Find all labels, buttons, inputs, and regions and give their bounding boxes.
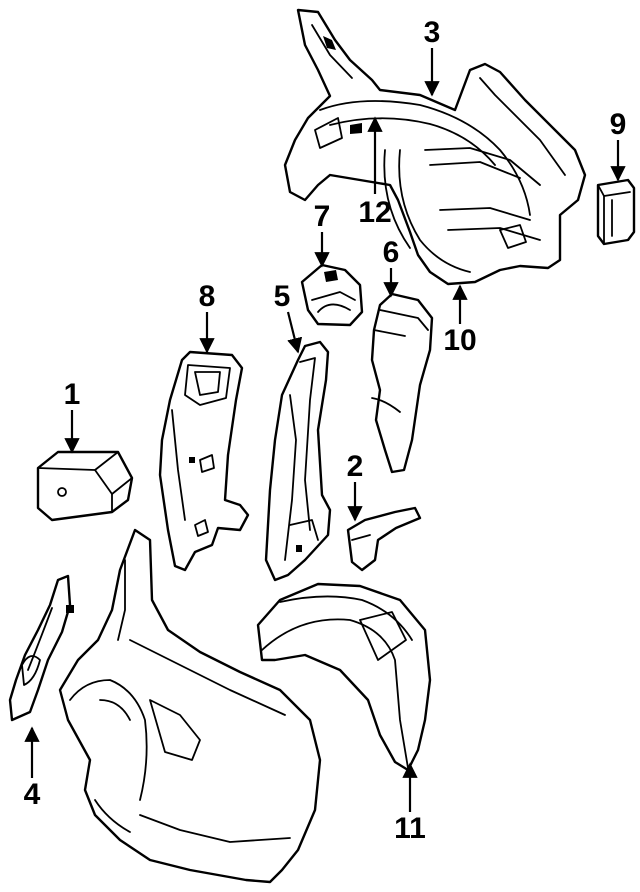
callout-4: 4 bbox=[24, 726, 41, 811]
callout-label: 8 bbox=[199, 280, 216, 313]
callout-label: 2 bbox=[347, 450, 364, 483]
quarter-outer-panel bbox=[58, 528, 322, 884]
callout-label: 12 bbox=[358, 196, 391, 229]
part-2-clip bbox=[346, 506, 422, 572]
part-6-trim-panel bbox=[370, 292, 434, 474]
callout-12: 12 bbox=[358, 116, 392, 229]
callout-7: 7 bbox=[314, 200, 331, 268]
callout-label: 11 bbox=[394, 812, 426, 845]
callout-label: 6 bbox=[383, 236, 400, 269]
part-1-box-bracket bbox=[36, 450, 134, 522]
callout-label: 3 bbox=[424, 16, 441, 49]
callout-label: 5 bbox=[274, 280, 291, 313]
callout-8: 8 bbox=[199, 280, 216, 354]
part-8-pillar-trim bbox=[158, 350, 250, 572]
callout-9: 9 bbox=[610, 108, 627, 182]
callout-label: 1 bbox=[64, 378, 81, 411]
callout-3: 3 bbox=[424, 16, 441, 97]
callout-10: 10 bbox=[443, 284, 477, 357]
part-5-pillar-panel bbox=[264, 340, 332, 582]
callout-6: 6 bbox=[383, 236, 400, 298]
part-3-inner-quarter-panel bbox=[283, 8, 587, 286]
callout-5: 5 bbox=[274, 280, 303, 354]
callout-label: 10 bbox=[443, 324, 476, 357]
callout-label: 7 bbox=[314, 200, 331, 233]
callout-11: 11 bbox=[394, 762, 426, 845]
part-11-wheelhouse bbox=[256, 582, 432, 772]
callout-2: 2 bbox=[347, 450, 364, 522]
part-7-upper-bracket bbox=[300, 263, 364, 327]
callout-1: 1 bbox=[64, 378, 81, 454]
callout-label: 4 bbox=[24, 778, 41, 811]
part-9-bracket bbox=[596, 178, 636, 246]
part-4-reinforcement bbox=[8, 574, 74, 722]
callout-label: 9 bbox=[610, 108, 627, 141]
